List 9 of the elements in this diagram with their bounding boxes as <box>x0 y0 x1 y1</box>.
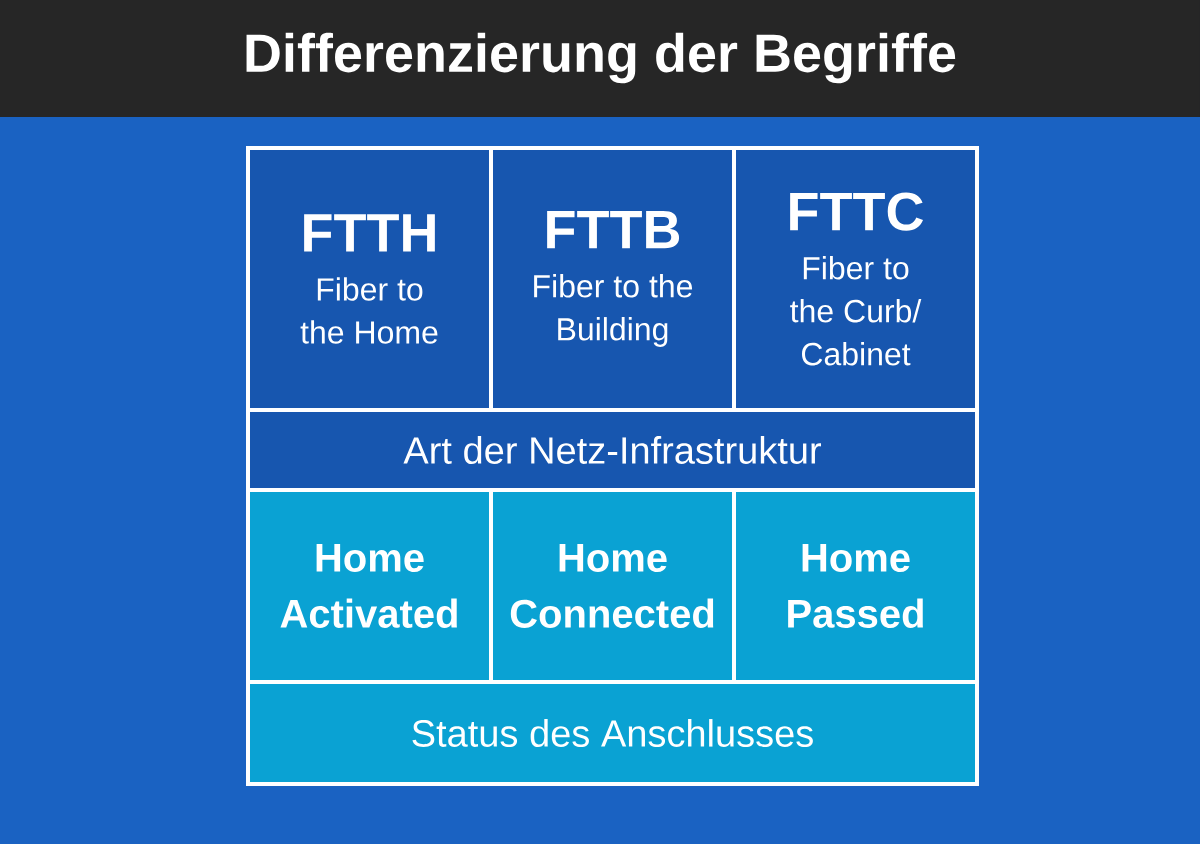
status-cell: Home Connected <box>489 488 736 684</box>
technology-cell: FTTH Fiber to the Home <box>246 146 493 412</box>
category-band: Art der Netz-Infrastruktur <box>246 408 979 492</box>
category-band: Status des Anschlusses <box>246 680 979 786</box>
technology-cell: FTTC Fiber to the Curb/ Cabinet <box>732 146 979 412</box>
status-cell: Home Passed <box>732 488 979 684</box>
technology-cell: FTTB Fiber to the Building <box>489 146 736 412</box>
title-bar: Differenzierung der Begriffe <box>0 0 1200 117</box>
status-cell: Home Activated <box>246 488 493 684</box>
